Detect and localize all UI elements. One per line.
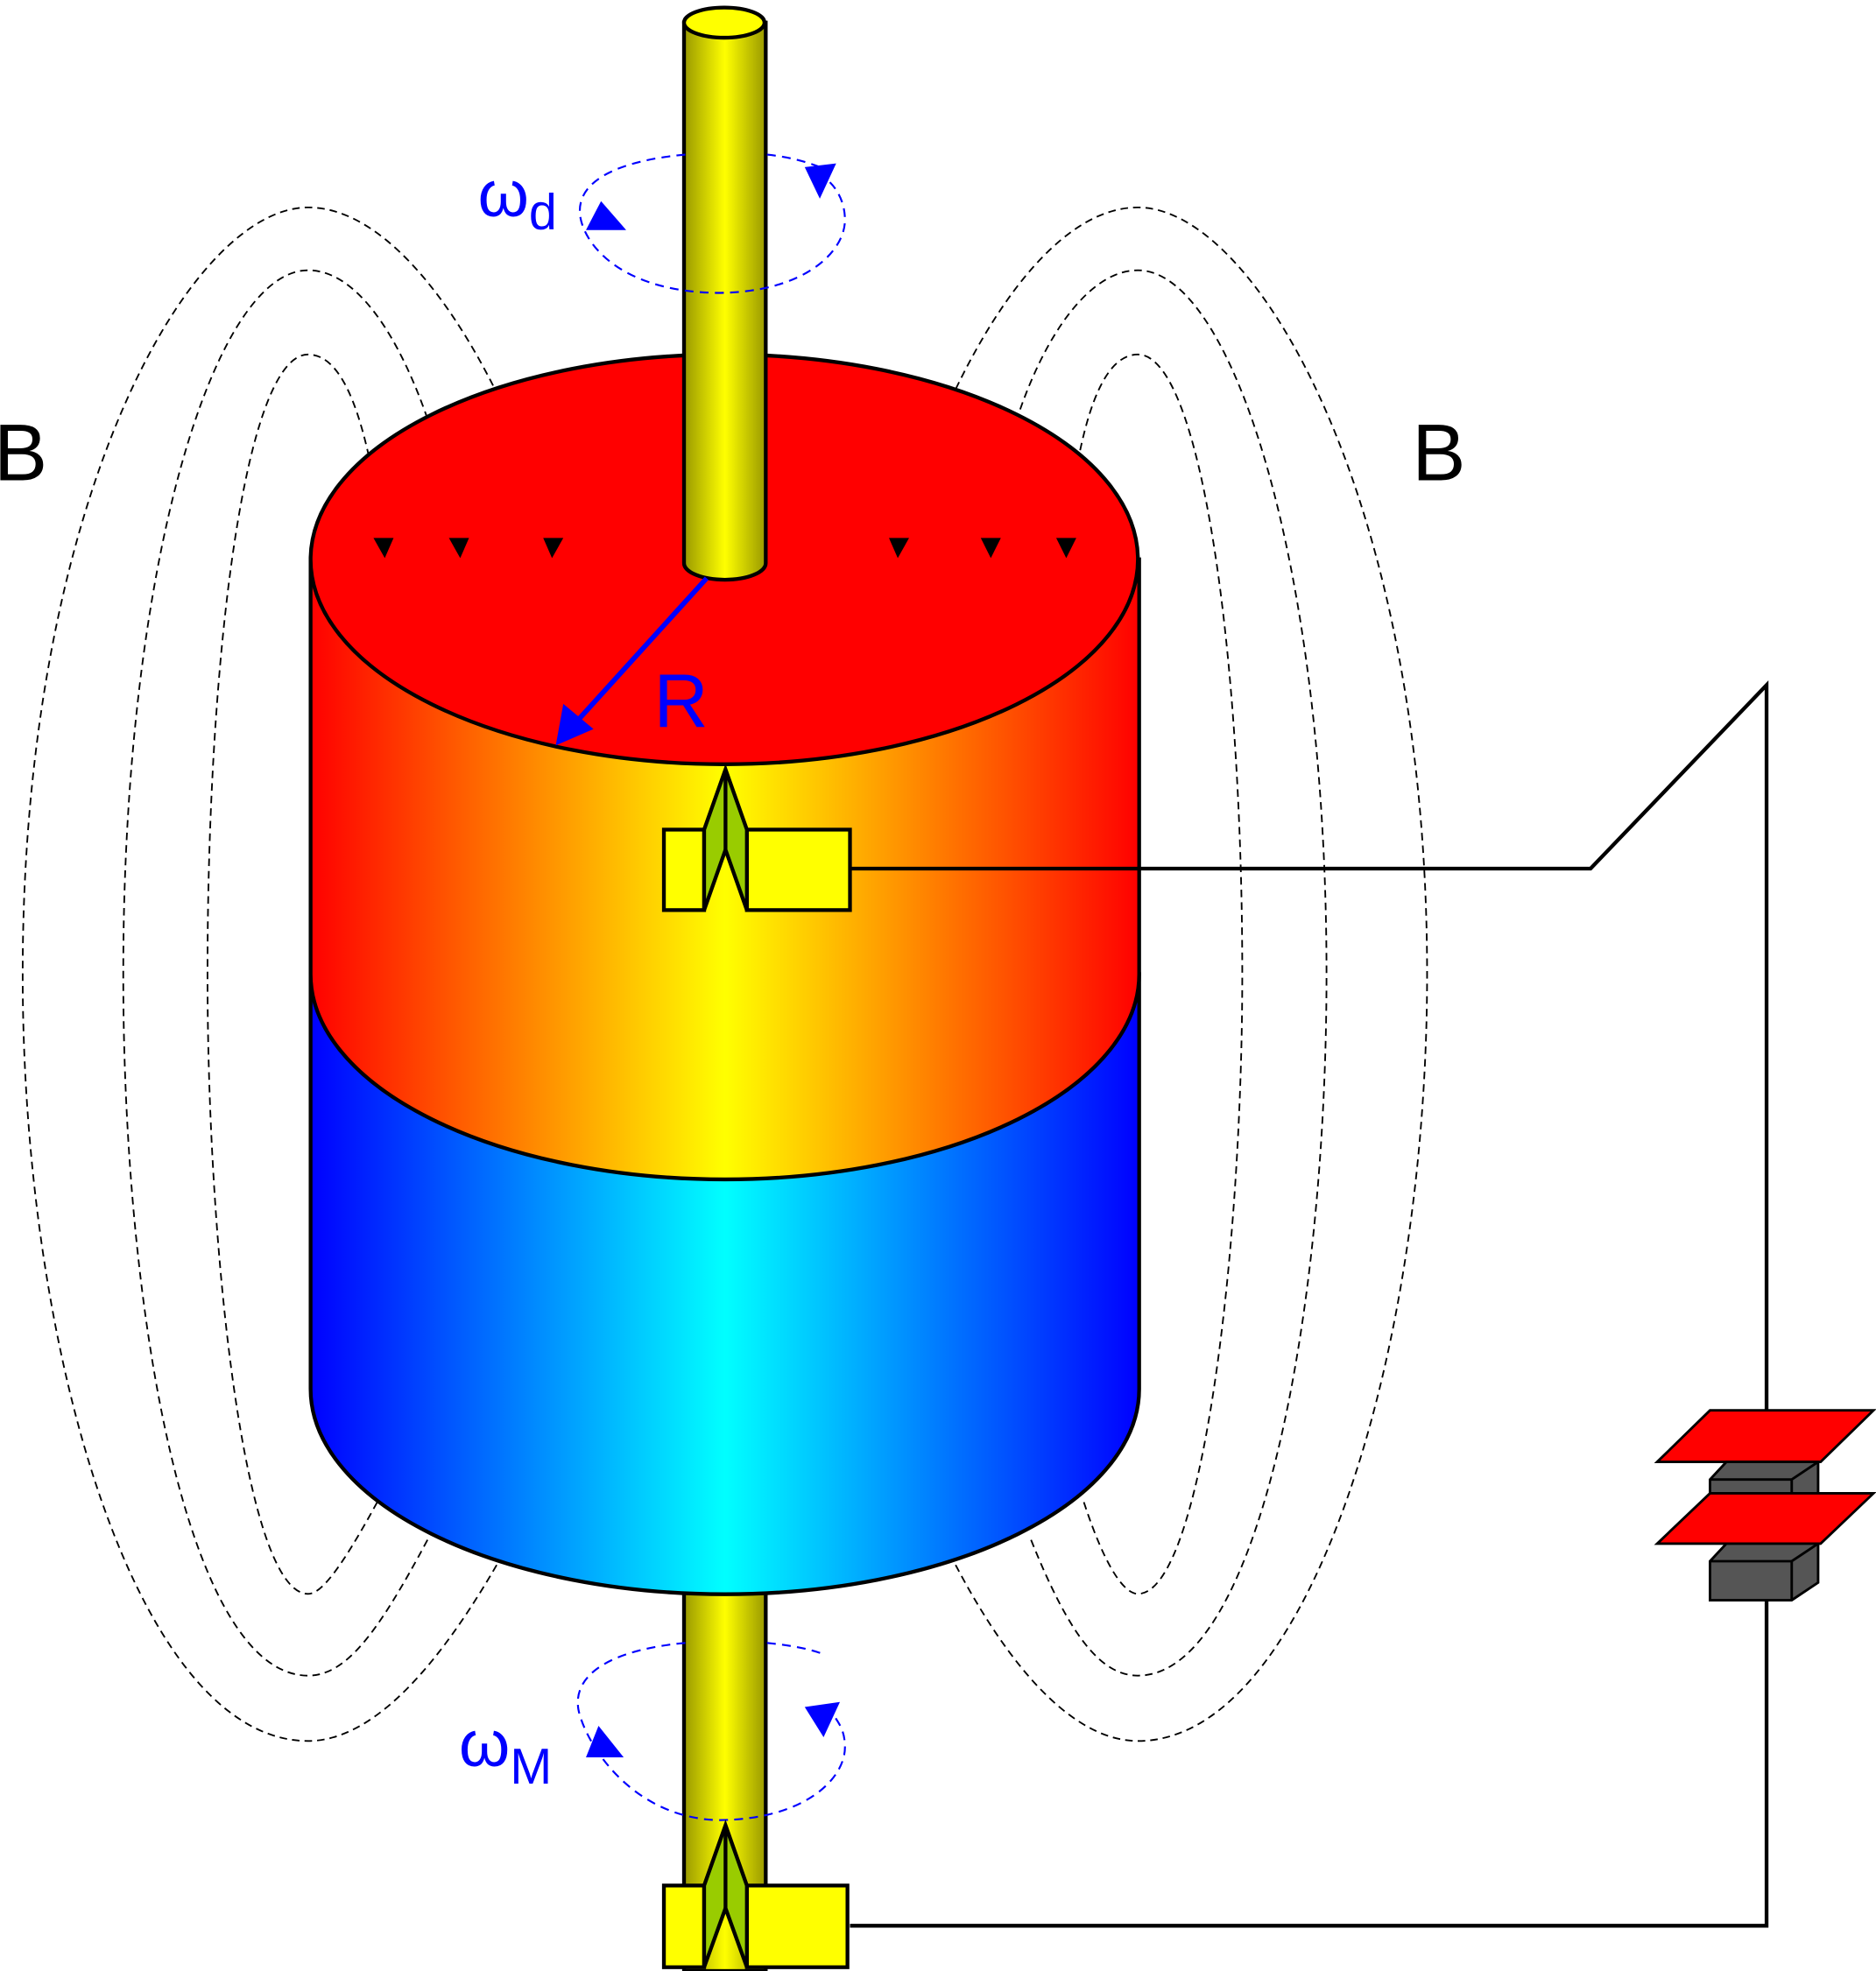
rotation-arrow-icon (586, 1726, 624, 1757)
rotation-indicator-bottom: ωM (459, 1642, 846, 1821)
radius-indicator: R (555, 576, 709, 746)
top-brush-contact (661, 764, 852, 912)
circuit-wire (850, 680, 1769, 1928)
rotation-arrow-icon (804, 163, 836, 199)
omega-m-label: ωM (459, 1707, 552, 1795)
magnetic-field-lines-right (898, 206, 1428, 1742)
rotation-arrow-icon (586, 201, 626, 230)
top-shaft (681, 5, 768, 582)
rotation-indicator-top: ωd (478, 153, 846, 294)
radius-arrow-icon (555, 703, 594, 746)
bottom-brush-contact (661, 1820, 850, 1969)
battery (1654, 1409, 1876, 1601)
radius-label: R (654, 659, 709, 743)
magnetic-field-label-right: B (1412, 408, 1465, 497)
field-arrowheads (373, 538, 1076, 559)
magnetic-field-label-left: B (0, 408, 47, 497)
omega-d-label: ωd (478, 157, 557, 240)
magnetic-field-lines-left (21, 206, 554, 1742)
rotation-arrow-icon (804, 1701, 841, 1737)
